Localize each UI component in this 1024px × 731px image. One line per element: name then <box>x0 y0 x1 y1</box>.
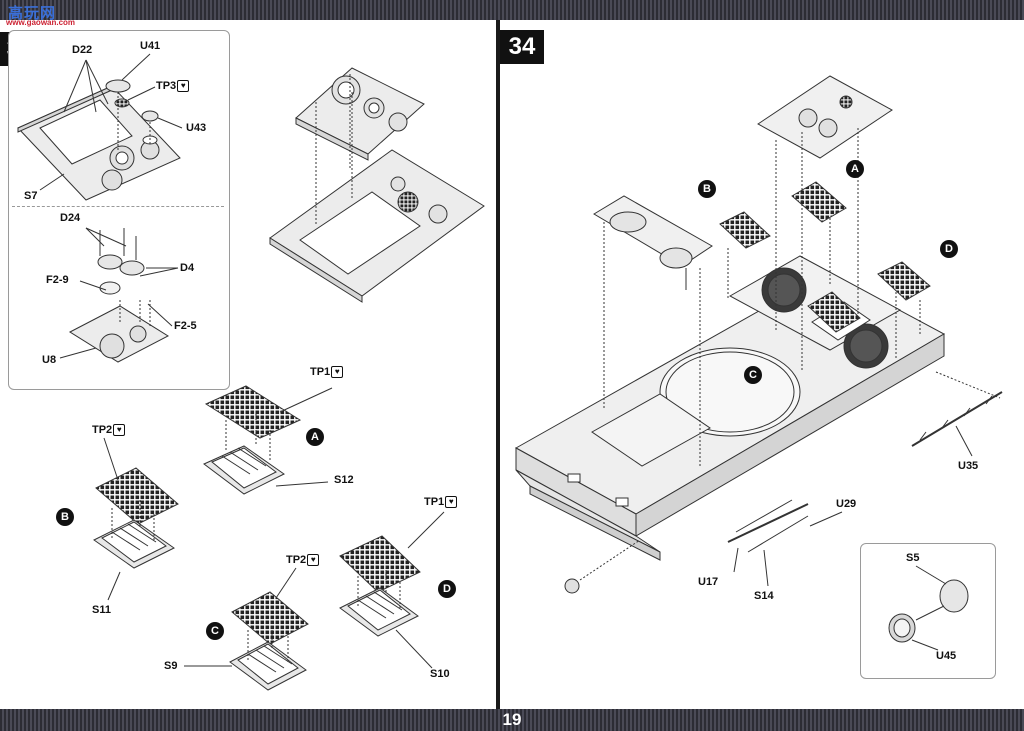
page-divider <box>496 20 500 710</box>
marker-d: D <box>438 580 456 598</box>
page-number: 19 <box>502 710 522 729</box>
label-u29: U29 <box>836 498 857 510</box>
label-u45: U45 <box>936 650 957 662</box>
label-s14: S14 <box>754 590 774 602</box>
label-tp1-d: TP1♥ <box>424 496 458 509</box>
label-s12: S12 <box>334 474 354 486</box>
step-number-34: 34 <box>500 30 544 64</box>
label-tp2-b: TP2♥ <box>92 424 126 437</box>
bottom-band <box>0 709 1024 731</box>
heart-icon: ♥ <box>331 366 344 379</box>
marker-a-step34: A <box>846 160 864 178</box>
site-logo: 高玩网 www.gaowan.com <box>6 2 76 28</box>
marker-d-step34: D <box>940 240 958 258</box>
label-f2-5: F2-5 <box>174 320 197 332</box>
label-u17: U17 <box>698 576 719 588</box>
label-u43: U43 <box>186 122 207 134</box>
step34-detail-inset <box>860 543 996 679</box>
label-d22: D22 <box>72 44 93 56</box>
top-band <box>0 0 1024 20</box>
label-f2-9: F2-9 <box>46 274 69 286</box>
label-u35: U35 <box>958 460 979 472</box>
heart-icon: ♥ <box>113 424 126 437</box>
marker-b-step34: B <box>698 180 716 198</box>
label-s10: S10 <box>430 668 450 680</box>
site-logo-name: 高玩网 <box>8 5 57 22</box>
label-s9: S9 <box>164 660 178 672</box>
heart-icon: ♥ <box>177 80 190 93</box>
label-u41: U41 <box>140 40 161 52</box>
marker-b: B <box>56 508 74 526</box>
site-logo-url: www.gaowan.com <box>6 18 76 27</box>
heart-icon: ♥ <box>445 496 458 509</box>
marker-c: C <box>206 622 224 640</box>
label-tp2-c: TP2♥ <box>286 554 320 567</box>
marker-a: A <box>306 428 324 446</box>
label-d24: D24 <box>60 212 81 224</box>
marker-c-step34: C <box>744 366 762 384</box>
label-s7: S7 <box>24 190 38 202</box>
heart-icon: ♥ <box>307 554 320 567</box>
label-d4: D4 <box>180 262 195 274</box>
label-tp1-a: TP1♥ <box>310 366 344 379</box>
label-tp3: TP3♥ <box>156 80 190 93</box>
label-s11: S11 <box>92 604 111 616</box>
label-u8: U8 <box>42 354 57 366</box>
label-s5: S5 <box>906 552 920 564</box>
inset-separator <box>12 206 224 207</box>
